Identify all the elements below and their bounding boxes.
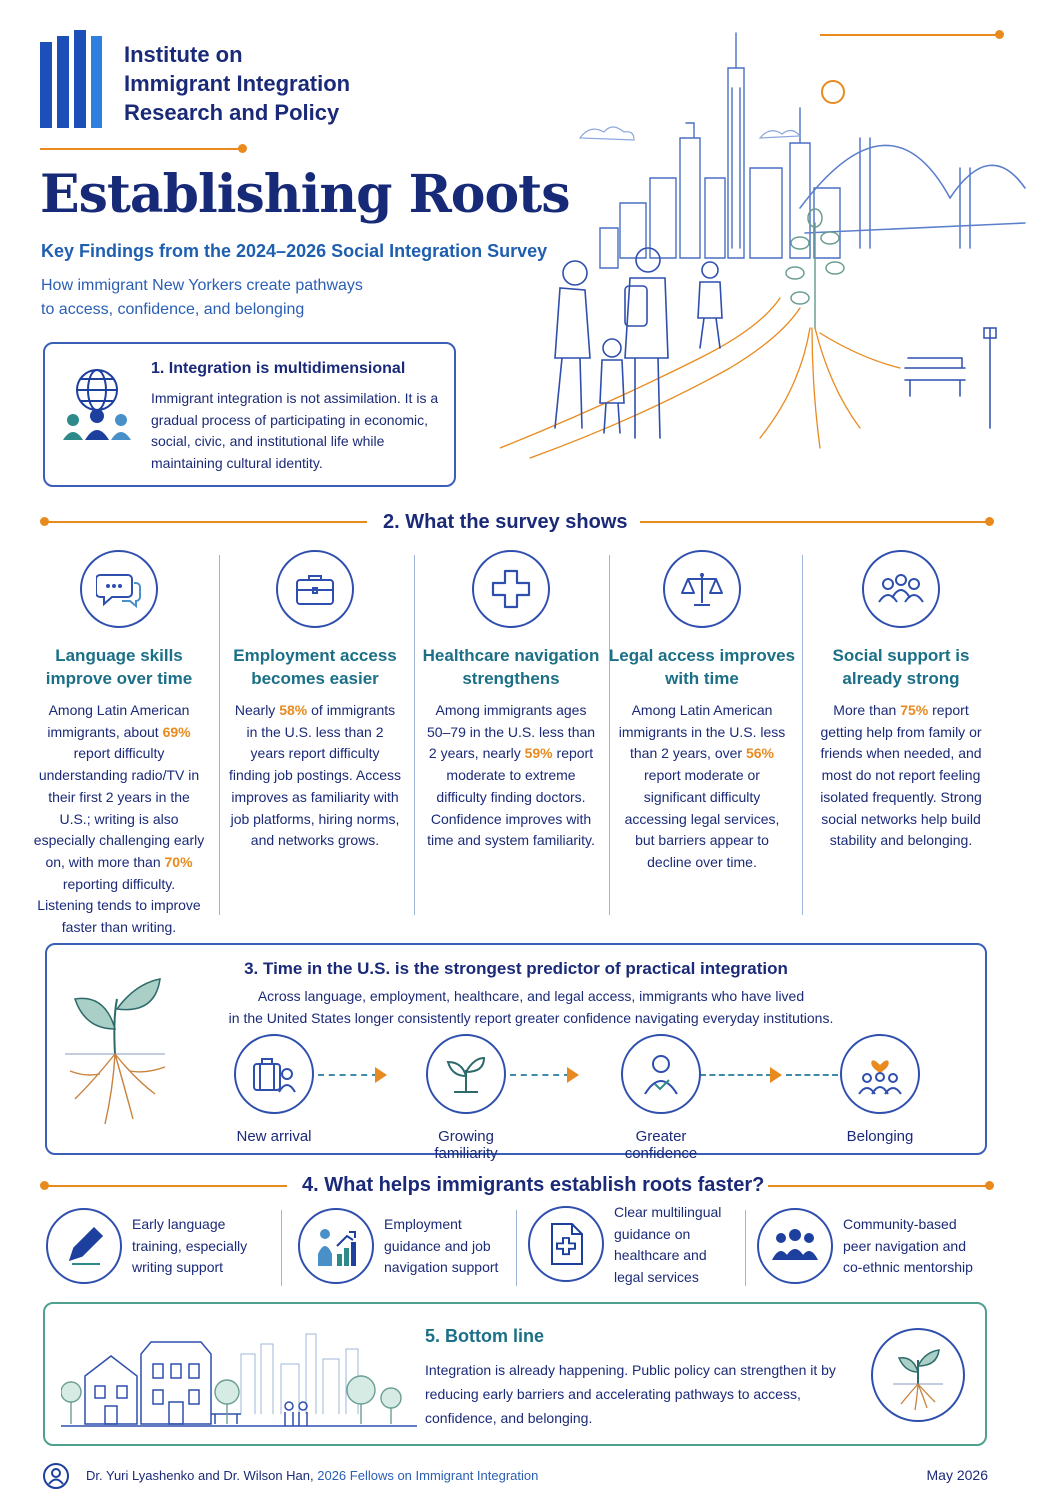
bottom-line-panel: 5. Bottom line Integration is already ha… xyxy=(43,1302,987,1446)
finding-body: Nearly 58% of immigrants in the U.S. les… xyxy=(229,702,401,849)
finding-social-support: Social support is already strong More th… xyxy=(807,550,995,852)
finding-body: Among Latin American immigrants in the U… xyxy=(618,702,786,870)
divider-dot xyxy=(985,1181,994,1190)
divider xyxy=(768,1185,988,1187)
neighborhood-illustration xyxy=(61,1333,417,1427)
flow-arrow-icon xyxy=(375,1067,387,1083)
section-1-heading: 1. Integration is multidimensional xyxy=(151,360,406,377)
stage-label: Greater confidence xyxy=(624,1128,698,1162)
section-5-heading: 5. Bottom line xyxy=(425,1326,545,1346)
divider-dot xyxy=(40,517,49,526)
sprout-roots-icon xyxy=(65,978,166,1125)
finding-title: Social support is already strong xyxy=(832,646,970,688)
divider-dot xyxy=(40,1181,49,1190)
section-2-heading: 2. What the survey shows xyxy=(383,511,628,533)
flow-arrow-icon xyxy=(770,1067,782,1083)
finding-healthcare: Healthcare navigation strengthens Among … xyxy=(417,550,605,852)
page-lead: How immigrant New Yorkers create pathway… xyxy=(41,277,363,318)
community-icon xyxy=(757,1208,833,1284)
stage-belonging: Belonging xyxy=(820,1034,940,1145)
column-divider xyxy=(802,555,803,915)
divider xyxy=(45,1185,287,1187)
finding-body: Among Latin American immigrants, about 6… xyxy=(33,702,205,936)
organization-name: Institute on Immigrant Integration Resea… xyxy=(124,42,351,125)
column-divider xyxy=(609,555,610,915)
column-divider xyxy=(414,555,415,915)
divider-dot xyxy=(995,30,1004,39)
heart-community-icon xyxy=(840,1034,920,1114)
author-icon xyxy=(43,1463,69,1489)
globe-people-icon xyxy=(63,369,131,440)
item-divider xyxy=(281,1210,282,1286)
stage-greater-confidence: Greater confidence xyxy=(601,1034,721,1162)
finding-language: Language skills improve over time Among … xyxy=(25,550,213,939)
section-3-body: Across language, employment, healthcare,… xyxy=(228,988,834,1026)
section-5-body: Integration is already happening. Public… xyxy=(425,1362,836,1426)
flow-arrow-icon xyxy=(567,1067,579,1083)
finding-body: More than 75% report getting help from f… xyxy=(820,702,982,849)
stage-label: Growing familiarity xyxy=(434,1128,498,1162)
section-4-heading: 4. What helps immigrants establish roots… xyxy=(302,1174,765,1196)
finding-body: Among immigrants ages 50–79 in the U.S. … xyxy=(426,702,596,849)
seedling-icon xyxy=(426,1034,506,1114)
people-group-icon xyxy=(862,550,940,628)
item-divider xyxy=(745,1210,746,1286)
section-1-body: Immigrant integration is not assimilatio… xyxy=(151,390,439,471)
integration-callout: 1. Integration is multidimensional Immig… xyxy=(43,342,456,487)
stage-label: Belonging xyxy=(846,1128,914,1145)
author-credit: Dr. Yuri Lyashenko and Dr. Wilson Han, 2… xyxy=(86,1468,539,1483)
medical-cross-icon xyxy=(472,550,550,628)
divider xyxy=(40,148,240,150)
flow-connector xyxy=(318,1074,378,1076)
divider-dot xyxy=(985,517,994,526)
flow-connector xyxy=(786,1074,838,1076)
person-check-icon xyxy=(621,1034,701,1114)
stage-new-arrival: New arrival xyxy=(214,1034,334,1145)
finding-title: Language skills improve over time xyxy=(45,646,193,688)
finding-legal: Legal access improves with time Among La… xyxy=(608,550,796,874)
page-subtitle: Key Findings from the 2024–2026 Social I… xyxy=(41,241,548,261)
item-divider xyxy=(516,1210,517,1286)
city-family-illustration xyxy=(500,32,1026,459)
scales-icon xyxy=(663,550,741,628)
institute-logo-icon xyxy=(40,30,102,128)
growth-chart-icon xyxy=(298,1208,374,1284)
flow-connector xyxy=(510,1074,570,1076)
column-divider xyxy=(219,555,220,915)
pencil-icon xyxy=(46,1208,122,1284)
briefcase-icon xyxy=(276,550,354,628)
flow-connector xyxy=(700,1074,772,1076)
divider xyxy=(820,34,998,36)
divider xyxy=(45,521,367,523)
section-3-heading: 3. Time in the U.S. is the strongest pre… xyxy=(244,959,788,978)
stage-label: New arrival xyxy=(236,1128,312,1145)
finding-title: Healthcare navigation strengthens xyxy=(422,646,600,688)
finding-title: Legal access improves with time xyxy=(608,646,796,688)
divider-dot xyxy=(238,144,247,153)
chat-bubble-icon xyxy=(80,550,158,628)
divider xyxy=(640,521,988,523)
time-predictor-panel: 3. Time in the U.S. is the strongest pre… xyxy=(45,943,987,1155)
sprout-circle-icon xyxy=(871,1328,965,1422)
page-title: Establishing Roots xyxy=(40,164,570,225)
finding-title: Employment access becomes easier xyxy=(233,646,397,688)
publication-date: May 2026 xyxy=(926,1467,988,1483)
stage-growing-familiarity: Growing familiarity xyxy=(406,1034,526,1162)
document-cross-icon xyxy=(528,1206,604,1282)
luggage-person-icon xyxy=(234,1034,314,1114)
finding-employment: Employment access becomes easier Nearly … xyxy=(221,550,409,852)
